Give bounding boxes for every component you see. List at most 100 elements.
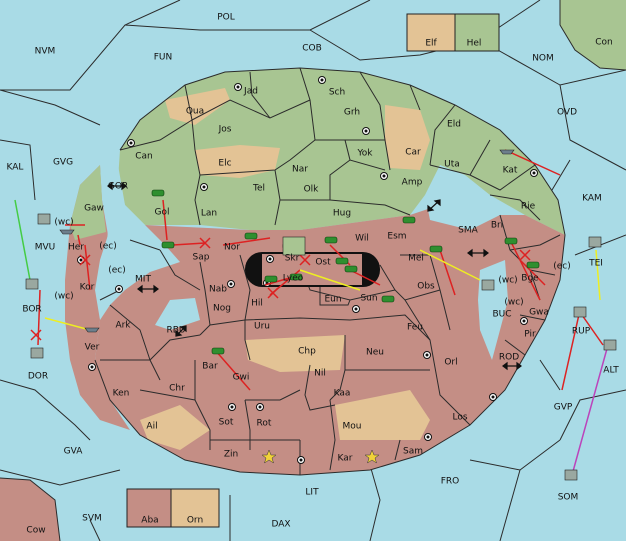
channel-rbu bbox=[155, 298, 200, 330]
label-nog: Nog bbox=[213, 304, 231, 314]
label-dax: DAX bbox=[271, 520, 290, 530]
legend-top: Elf Hel bbox=[406, 13, 500, 52]
legend-hel: Hel bbox=[467, 39, 482, 49]
region-mou[interactable] bbox=[335, 390, 430, 440]
label-kal: KAL bbox=[7, 163, 24, 173]
label-ec: (ec) bbox=[99, 242, 117, 252]
label-cow: Cow bbox=[26, 526, 45, 536]
label-rie: Rie bbox=[521, 202, 536, 212]
label-rot: Rot bbox=[257, 419, 272, 429]
order-arrows bbox=[14, 149, 609, 476]
label-amp: Amp bbox=[402, 178, 423, 188]
label-rod: ROD bbox=[499, 353, 519, 363]
label-ail: Ail bbox=[146, 422, 157, 432]
label-wil: Wil bbox=[355, 234, 369, 244]
label-eun: Eun bbox=[324, 295, 341, 305]
label-eld: Eld bbox=[447, 120, 461, 130]
region-car[interactable] bbox=[385, 105, 430, 170]
region-ail[interactable] bbox=[140, 405, 210, 450]
label-jos: Jos bbox=[218, 125, 232, 135]
legend-elf: Elf bbox=[425, 39, 437, 49]
label-car: Car bbox=[405, 148, 421, 158]
label-pol: POL bbox=[217, 13, 235, 23]
label-nab: Nab bbox=[209, 285, 227, 295]
legend-orn: Orn bbox=[187, 516, 203, 526]
region-con[interactable] bbox=[560, 0, 626, 70]
label-sch: Sch bbox=[329, 88, 345, 98]
label-orl: Orl bbox=[444, 358, 457, 368]
home-stars bbox=[261, 449, 380, 464]
channel-west bbox=[105, 165, 180, 305]
label-ken: Ken bbox=[113, 389, 130, 399]
label-mvu: MVU bbox=[35, 243, 56, 253]
label-ovd: OVD bbox=[557, 108, 577, 118]
label-ec: (ec) bbox=[553, 262, 571, 272]
label-olk: Olk bbox=[304, 185, 320, 195]
label-qua: Qua bbox=[186, 107, 204, 117]
continent-outline bbox=[94, 67, 566, 476]
label-nar: Nar bbox=[292, 165, 308, 175]
label-mel: Mel bbox=[408, 254, 424, 264]
label-zin: Zin bbox=[224, 450, 238, 460]
supply-centers bbox=[77, 76, 538, 464]
label-bri: Bri bbox=[491, 221, 503, 231]
sea-passages bbox=[107, 181, 522, 371]
label-gor: GOR bbox=[108, 182, 128, 192]
label-lit: LIT bbox=[305, 488, 319, 498]
continent-north[interactable] bbox=[118, 68, 565, 235]
region-labels: POL COB FUN NVM NOM Con OVD KAM GVG KAL … bbox=[7, 13, 620, 536]
label-kaa: Kaa bbox=[334, 389, 351, 399]
label-kam: KAM bbox=[582, 194, 602, 204]
label-gwa: Gwa bbox=[529, 308, 549, 318]
label-con: Con bbox=[595, 38, 613, 48]
label-feu: Feu bbox=[407, 323, 423, 333]
label-neu: Neu bbox=[366, 348, 384, 358]
region-cow[interactable] bbox=[0, 478, 60, 541]
label-bar: Bar bbox=[202, 362, 218, 372]
label-rup: RUP bbox=[572, 327, 591, 337]
label-hug: Hug bbox=[333, 209, 351, 219]
label-lan: Lan bbox=[201, 209, 217, 219]
label-wc: (wc) bbox=[498, 276, 517, 286]
label-mit: MIT bbox=[135, 275, 151, 285]
label-bor: BOR bbox=[22, 305, 41, 315]
label-chp: Chp bbox=[298, 347, 316, 357]
label-tei: TEI bbox=[588, 259, 603, 269]
label-alt: ALT bbox=[603, 366, 619, 376]
label-ver: Ver bbox=[85, 343, 100, 353]
unit-markers bbox=[25, 213, 617, 481]
label-wc: (wc) bbox=[504, 298, 523, 308]
label-bge: Bge bbox=[521, 274, 539, 284]
label-wc: (wc) bbox=[54, 218, 73, 228]
label-sam: Sam bbox=[403, 447, 423, 457]
label-gwi: Gwi bbox=[233, 373, 250, 383]
label-yok: Yok bbox=[356, 149, 373, 159]
legend-aba: Aba bbox=[141, 516, 158, 526]
label-svm: SVM bbox=[82, 514, 102, 524]
label-obs: Obs bbox=[417, 282, 435, 292]
region-chp[interactable] bbox=[245, 335, 345, 372]
label-chr: Chr bbox=[169, 384, 185, 394]
region-qua[interactable] bbox=[165, 88, 230, 125]
label-jad: Jad bbox=[243, 87, 258, 97]
label-rbu: RBU bbox=[166, 326, 185, 336]
label-kor: Kor bbox=[80, 283, 95, 293]
label-lyeo: Lyeo bbox=[283, 274, 304, 284]
label-ark: Ark bbox=[115, 321, 131, 331]
land-borders bbox=[99, 67, 561, 475]
label-gva: GVA bbox=[64, 447, 84, 457]
label-uru: Uru bbox=[254, 322, 270, 332]
label-uta: Uta bbox=[444, 160, 460, 170]
label-nom: NOM bbox=[532, 54, 554, 64]
region-elc[interactable] bbox=[195, 145, 280, 178]
label-ec: (ec) bbox=[108, 266, 126, 276]
region-gaw-area[interactable] bbox=[70, 165, 106, 240]
cut-marks bbox=[30, 237, 531, 341]
label-her: Her bbox=[68, 243, 84, 253]
label-nor: Nor bbox=[224, 243, 240, 253]
label-esm: Esm bbox=[387, 232, 406, 242]
legend-bottom: Aba Orn bbox=[126, 488, 220, 528]
label-mou: Mou bbox=[343, 422, 362, 432]
